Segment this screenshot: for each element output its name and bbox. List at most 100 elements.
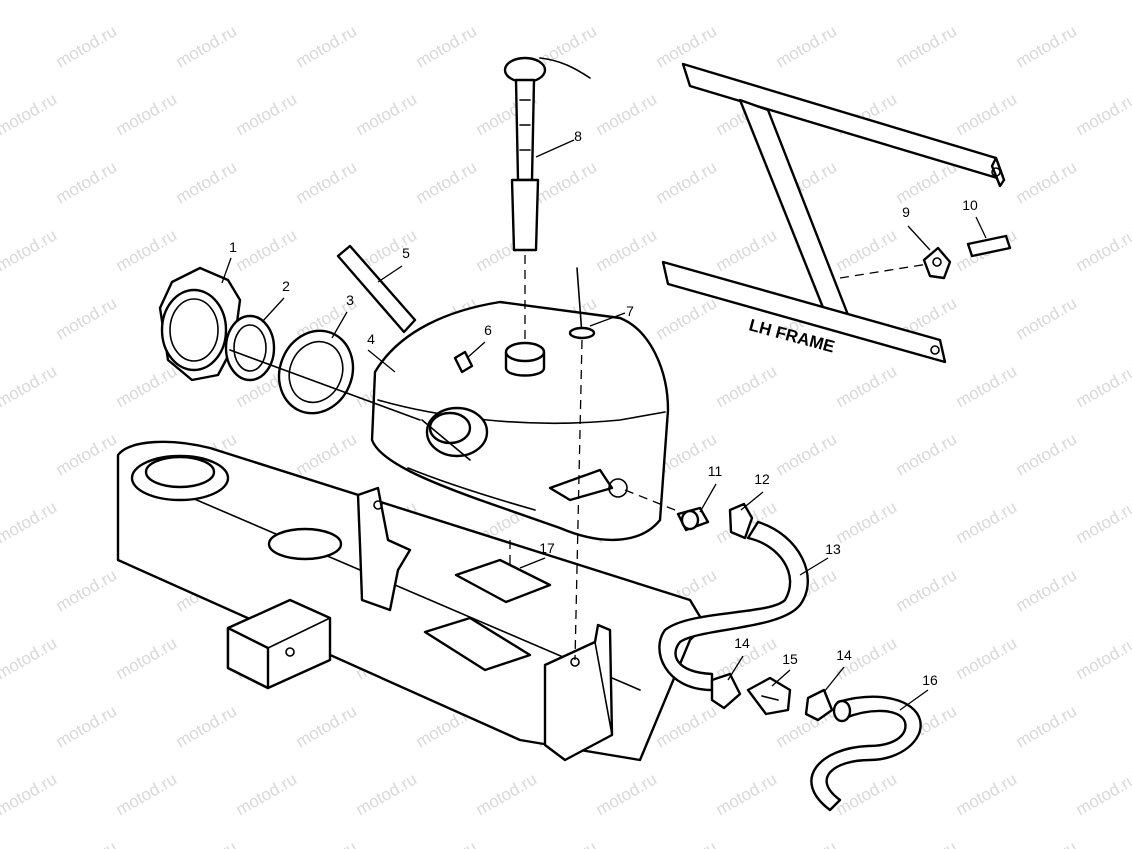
watermark-text: motod.ru: [173, 157, 241, 207]
watermark-text: motod.ru: [953, 769, 1021, 819]
hose-clamp: [728, 502, 754, 540]
leader-7: [589, 312, 626, 327]
watermark-text: motod.ru: [293, 157, 361, 207]
watermark-text: motod.ru: [1013, 21, 1081, 71]
callout-13: 13: [825, 541, 841, 557]
callout-10: 10: [962, 197, 978, 213]
watermark-text: motod.ru: [953, 0, 1021, 3]
leader-4: [367, 349, 396, 373]
leader-3: [331, 311, 348, 339]
assembly-lines: [229, 255, 929, 661]
watermark-text: motod.ru: [593, 89, 661, 139]
leader-14: [727, 655, 744, 681]
watermark-text: motod.ru: [113, 0, 181, 3]
callout-12: 12: [754, 471, 770, 487]
leader-2: [261, 297, 285, 323]
watermark-text: motod.ru: [113, 633, 181, 683]
watermark-text: motod.ru: [653, 293, 721, 343]
callout-1: 1: [229, 239, 237, 255]
watermark-text: motod.ru: [53, 565, 121, 615]
watermark-text: motod.ru: [53, 157, 121, 207]
watermark-text: motod.ru: [953, 497, 1021, 547]
chassis-tunnel: [116, 440, 707, 762]
leader-8: [535, 139, 575, 158]
watermark-text: motod.ru: [1013, 293, 1081, 343]
callout-15: 15: [782, 651, 798, 667]
warning-decal: [454, 558, 552, 604]
watermark-text: motod.ru: [113, 769, 181, 819]
watermark-text: motod.ru: [0, 89, 60, 139]
fuel-tank: [370, 300, 670, 542]
leader-6: [466, 341, 486, 359]
callout-6: 6: [484, 322, 492, 338]
dipstick-grommet: [568, 267, 596, 340]
callout-8: 8: [574, 128, 582, 144]
outlet-fitting: [676, 506, 710, 532]
callout-14: 14: [836, 647, 852, 663]
watermark-text: motod.ru: [893, 837, 961, 849]
watermark-text: motod.ru: [113, 89, 181, 139]
watermark-text: motod.ru: [0, 497, 60, 547]
watermark-text: motod.ru: [113, 361, 181, 411]
watermark-text: motod.ru: [653, 837, 721, 849]
watermark-text: motod.ru: [773, 21, 841, 71]
leader-1: [221, 257, 232, 284]
callout-3: 3: [346, 292, 354, 308]
watermark-text: motod.ru: [53, 837, 121, 849]
watermark-text: motod.ru: [713, 361, 781, 411]
leader-17: [519, 557, 546, 569]
frame-clip: [922, 246, 952, 280]
watermark-text: motod.ru: [593, 225, 661, 275]
watermark-text: motod.ru: [713, 0, 781, 3]
leader-10: [975, 216, 987, 239]
watermark-text: motod.ru: [1013, 837, 1081, 849]
leader-13: [799, 557, 829, 576]
watermark-text: motod.ru: [713, 225, 781, 275]
watermark-text: motod.ru: [233, 225, 301, 275]
watermark-text: motod.ru: [293, 837, 361, 849]
leader-12: [740, 491, 764, 511]
watermark-text: motod.ru: [473, 769, 541, 819]
watermark-text: motod.ru: [0, 225, 60, 275]
watermark-text: motod.ru: [1073, 633, 1132, 683]
watermark-text: motod.ru: [1013, 157, 1081, 207]
hose-clamp-right: [804, 688, 834, 722]
fuel-gauge-sender: [503, 56, 591, 252]
watermark-text: motod.ru: [0, 0, 60, 3]
watermark-text: motod.ru: [1073, 769, 1132, 819]
callout-4: 4: [367, 331, 375, 347]
watermark-text: motod.ru: [1013, 429, 1081, 479]
watermark-text: motod.ru: [353, 0, 421, 3]
leader-15: [771, 669, 791, 687]
vent-hose: [336, 244, 417, 334]
watermark-text: motod.ru: [833, 497, 901, 547]
watermark-text: motod.ru: [1073, 0, 1132, 3]
callout-14: 14: [734, 635, 750, 651]
watermark-text: motod.ru: [173, 701, 241, 751]
fuel-hose-lower: [810, 695, 922, 812]
callout-11: 11: [708, 463, 723, 479]
callout-5: 5: [402, 245, 410, 261]
watermark-text: motod.ru: [0, 769, 60, 819]
callout-leaders: [221, 139, 987, 711]
watermark-text: motod.ru: [113, 225, 181, 275]
watermark-text: motod.ru: [0, 633, 60, 683]
lh-frame: LH FRAME: [661, 62, 1006, 364]
watermark-text: motod.ru: [833, 0, 901, 3]
callout-16: 16: [922, 672, 938, 688]
watermark-text: motod.ru: [293, 429, 361, 479]
fuel-cap: [158, 266, 242, 382]
watermark-text: motod.ru: [233, 769, 301, 819]
watermark-text: motod.ru: [653, 157, 721, 207]
watermark-text: motod.ru: [833, 361, 901, 411]
watermark-text: motod.ru: [0, 361, 60, 411]
watermark-text: motod.ru: [173, 21, 241, 71]
watermark-text: motod.ru: [1073, 89, 1132, 139]
watermark-text: motod.ru: [1013, 565, 1081, 615]
leader-9: [907, 225, 931, 251]
fuel-filter: [746, 676, 792, 716]
watermark-text: motod.ru: [353, 89, 421, 139]
callout-17: 17: [539, 540, 555, 556]
watermark-text: motod.ru: [713, 769, 781, 819]
